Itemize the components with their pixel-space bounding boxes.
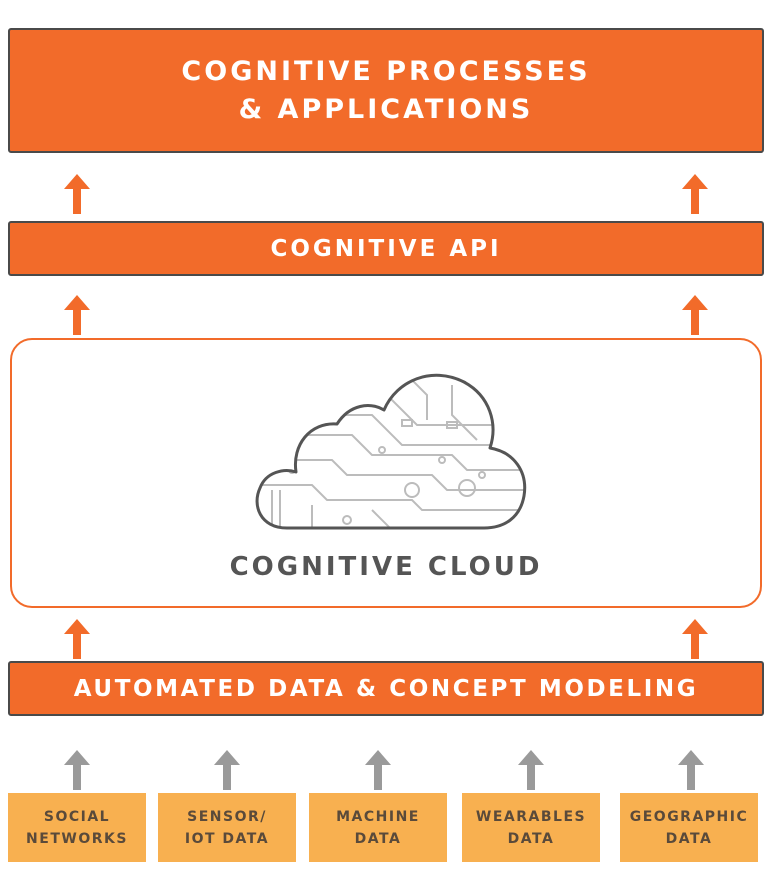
source-label-line2: DATA [665, 830, 713, 847]
source-label-line2: DATA [507, 830, 555, 847]
up-arrow-icon [365, 750, 391, 790]
layer-cognitive-processes-applications: COGNITIVE PROCESSES & APPLICATIONS [8, 28, 764, 153]
source-wearables-data: WEARABLES DATA [462, 793, 600, 862]
source-label-line1: MACHINE [336, 808, 420, 825]
up-arrow-icon [682, 174, 708, 214]
source-label-line1: SOCIAL [43, 808, 111, 825]
up-arrow-icon [64, 750, 90, 790]
up-arrow-icon [214, 750, 240, 790]
up-arrow-icon [682, 295, 708, 335]
source-label-line1: WEARABLES [475, 808, 587, 825]
layer-title-line1: COGNITIVE PROCESSES [181, 55, 591, 87]
source-label-line1: GEOGRAPHIC [629, 808, 749, 825]
source-label-line2: DATA [354, 830, 402, 847]
layer-title: COGNITIVE API [270, 235, 502, 262]
up-arrow-icon [678, 750, 704, 790]
layer-cognitive-api: COGNITIVE API [8, 221, 764, 276]
layer-title-line2: & APPLICATIONS [238, 93, 534, 125]
up-arrow-icon [682, 619, 708, 659]
cloud-circuit-icon [255, 373, 527, 530]
layer-title: COGNITIVE PROCESSES & APPLICATIONS [181, 53, 590, 129]
source-sensor-iot-data: SENSOR/ IOT DATA [158, 793, 296, 862]
layer-automated-data-concept-modeling: AUTOMATED DATA & CONCEPT MODELING [8, 661, 764, 716]
up-arrow-icon [64, 295, 90, 335]
up-arrow-icon [518, 750, 544, 790]
source-label-line2: NETWORKS [26, 830, 128, 847]
layer-title: AUTOMATED DATA & CONCEPT MODELING [73, 675, 699, 702]
source-social-networks: SOCIAL NETWORKS [8, 793, 146, 862]
source-machine-data: MACHINE DATA [309, 793, 447, 862]
source-label-line2: IOT DATA [184, 830, 270, 847]
source-geographic-data: GEOGRAPHIC DATA [620, 793, 758, 862]
layer-title: COGNITIVE CLOUD [229, 552, 543, 582]
layer-cognitive-cloud: COGNITIVE CLOUD [10, 338, 762, 608]
up-arrow-icon [64, 619, 90, 659]
up-arrow-icon [64, 174, 90, 214]
source-label-line1: SENSOR/ [187, 808, 267, 825]
